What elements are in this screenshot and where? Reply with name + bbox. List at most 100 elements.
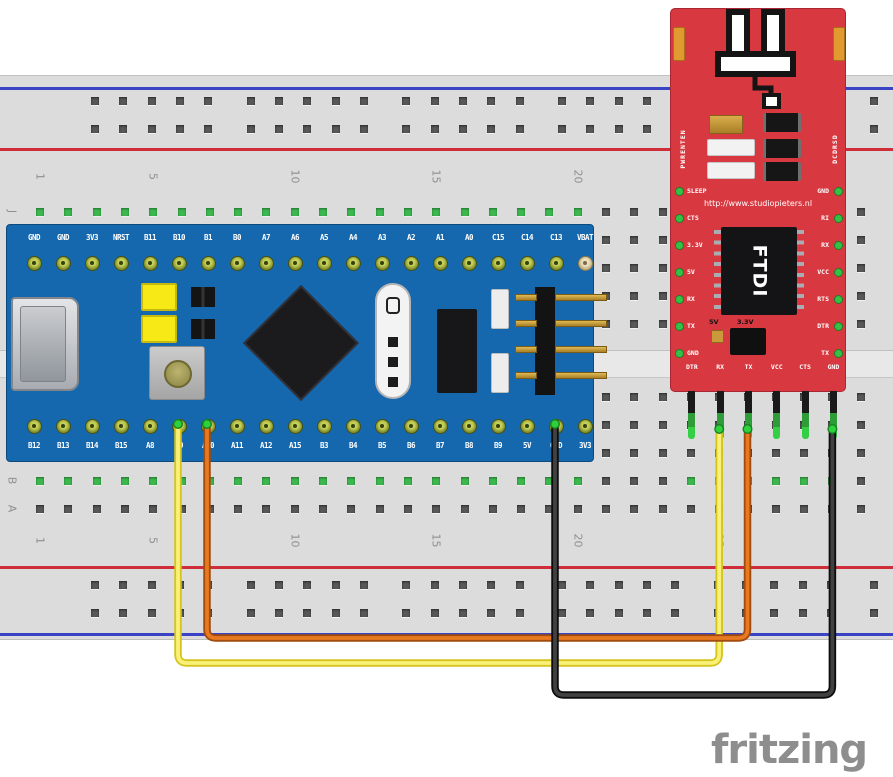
bluepill-bottom-pin: [287, 418, 303, 434]
bluepill-top-pin-label: GND: [56, 233, 70, 242]
ftdi-right-pad: [834, 322, 843, 331]
ftdi-header-pin: [688, 391, 696, 439]
bluepill-top-pin: [577, 255, 593, 271]
bluepill-bottom-pin-label: GND: [549, 441, 563, 450]
bluepill-bottom-pin: [229, 418, 245, 434]
crystal-pad: [388, 377, 398, 387]
smd-component: [491, 289, 509, 329]
ftdi-right-pad-label: DTR: [817, 322, 829, 330]
bluepill-bottom-pin: [519, 418, 535, 434]
crystal-oscillator: [375, 283, 411, 399]
boot-jumper-cap: [141, 283, 177, 311]
bluepill-bottom-pin-label: A8: [145, 441, 155, 450]
bluepill-bottom-pin-label: B4: [348, 441, 358, 450]
ic-component: [437, 309, 477, 393]
reset-button-cap: [164, 360, 192, 388]
bluepill-top-pin: [316, 255, 332, 271]
bluepill-top-pin: [432, 255, 448, 271]
bluepill-bottom-pin-label: 3V3: [578, 441, 592, 450]
bluepill-top-pin-label: A2: [406, 233, 416, 242]
bluepill-bottom-pin: [345, 418, 361, 434]
bluepill-top-pin: [258, 255, 274, 271]
ftdi-left-pad: [675, 214, 684, 223]
ftdi-left-pad: [675, 322, 684, 331]
ftdi-left-pad-label: CTS: [687, 214, 699, 222]
bluepill-top-pin: [403, 255, 419, 271]
bluepill-bottom-pin: [55, 418, 71, 434]
ftdi-right-pad-label: TX: [821, 349, 829, 357]
swd-pin-stub: [515, 346, 537, 353]
bluepill-top-pin: [113, 255, 129, 271]
bluepill-top-pin: [490, 255, 506, 271]
ftdi-right-pad: [834, 214, 843, 223]
crystal-marking: [386, 297, 400, 314]
ftdi-left-pad-label: SLEEP: [687, 187, 707, 195]
capacitor: [709, 115, 743, 134]
bluepill-top-pin-label: A6: [290, 233, 300, 242]
ftdi-right-pad-label: RI: [821, 214, 829, 222]
ftdi-board: PWRENTEN DCDRSD http://www.studiopieters…: [670, 8, 846, 439]
bluepill-bottom-pin-label: B14: [85, 441, 99, 450]
ftdi-bottom-pin-label: CTS: [799, 363, 811, 371]
swd-pin: [555, 372, 607, 379]
bluepill-bottom-pin-label: B13: [56, 441, 70, 450]
ftdi-chip-label: FTDI: [748, 244, 770, 298]
ftdi-left-pad: [675, 187, 684, 196]
crystal-pad: [388, 337, 398, 347]
bluepill-top-pin-label: B10: [172, 233, 186, 242]
swd-pin-stub: [515, 320, 537, 327]
bluepill-bottom-pin-label: B12: [27, 441, 41, 450]
bluepill-top-pin: [84, 255, 100, 271]
ftdi-chip: FTDI: [721, 227, 797, 315]
bluepill-top-pin-label: GND: [27, 233, 41, 242]
smd-component: [763, 162, 801, 181]
voltage-label-3v3: 3.3V: [737, 318, 754, 326]
reset-button: [149, 346, 205, 400]
boot-jumper-cap: [141, 315, 177, 343]
bluepill-top-pin-label: A5: [319, 233, 329, 242]
smd-component: [707, 162, 755, 179]
ftdi-left-pad-label: TX: [687, 322, 695, 330]
bluepill-bottom-pin-label: B5: [377, 441, 387, 450]
bluepill-top-pin-label: A4: [348, 233, 358, 242]
boot-header-pins: [191, 287, 215, 307]
voltage-label-5v: 5V: [709, 318, 719, 326]
voltage-jumper-pad: [711, 330, 724, 343]
fritzing-logo: fritzing: [711, 727, 868, 773]
ftdi-right-pad: [834, 241, 843, 250]
bluepill-top-pin-label: NRST: [112, 233, 130, 242]
ftdi-right-pad: [834, 295, 843, 304]
boot-header-pins: [191, 319, 215, 339]
bluepill-bottom-pin: [200, 418, 216, 434]
ftdi-right-pad: [834, 349, 843, 358]
bluepill-top-pin: [142, 255, 158, 271]
bluepill-bottom-pin-label: 5V: [522, 441, 532, 450]
bluepill-top-pin: [374, 255, 390, 271]
power-rail-positive-line: [0, 566, 893, 569]
bluepill-bottom-pin-label: A11: [230, 441, 244, 450]
power-rail-negative-line: [0, 87, 893, 90]
bluepill-top-pin: [548, 255, 564, 271]
bluepill-bottom-pin-label: A12: [259, 441, 273, 450]
bluepill-bottom-pin-label: B15: [114, 441, 128, 450]
bluepill-top-pin: [229, 255, 245, 271]
bluepill-top-pin: [171, 255, 187, 271]
swd-pin-stub: [515, 294, 537, 301]
bluepill-top-pin-label: A3: [377, 233, 387, 242]
bluepill-bottom-pin-label: A9: [174, 441, 184, 450]
bluepill-top-pin: [26, 255, 42, 271]
bluepill-top-pin-label: C15: [491, 233, 505, 242]
bluepill-top-pin-label: C14: [520, 233, 534, 242]
bluepill-bottom-pin: [113, 418, 129, 434]
bluepill-top-pin: [461, 255, 477, 271]
ftdi-right-pad: [834, 187, 843, 196]
mini-usb-connector-icon: [715, 9, 796, 109]
ftdi-bottom-pin-label: GND: [827, 363, 840, 371]
smd-component: [763, 139, 801, 158]
bluepill-bottom-pin-label: B9: [493, 441, 503, 450]
ftdi-right-pad-label: RTS: [817, 295, 829, 303]
bluepill-bottom-pin: [258, 418, 274, 434]
bluepill-top-pin-label: VBAT: [576, 233, 594, 242]
